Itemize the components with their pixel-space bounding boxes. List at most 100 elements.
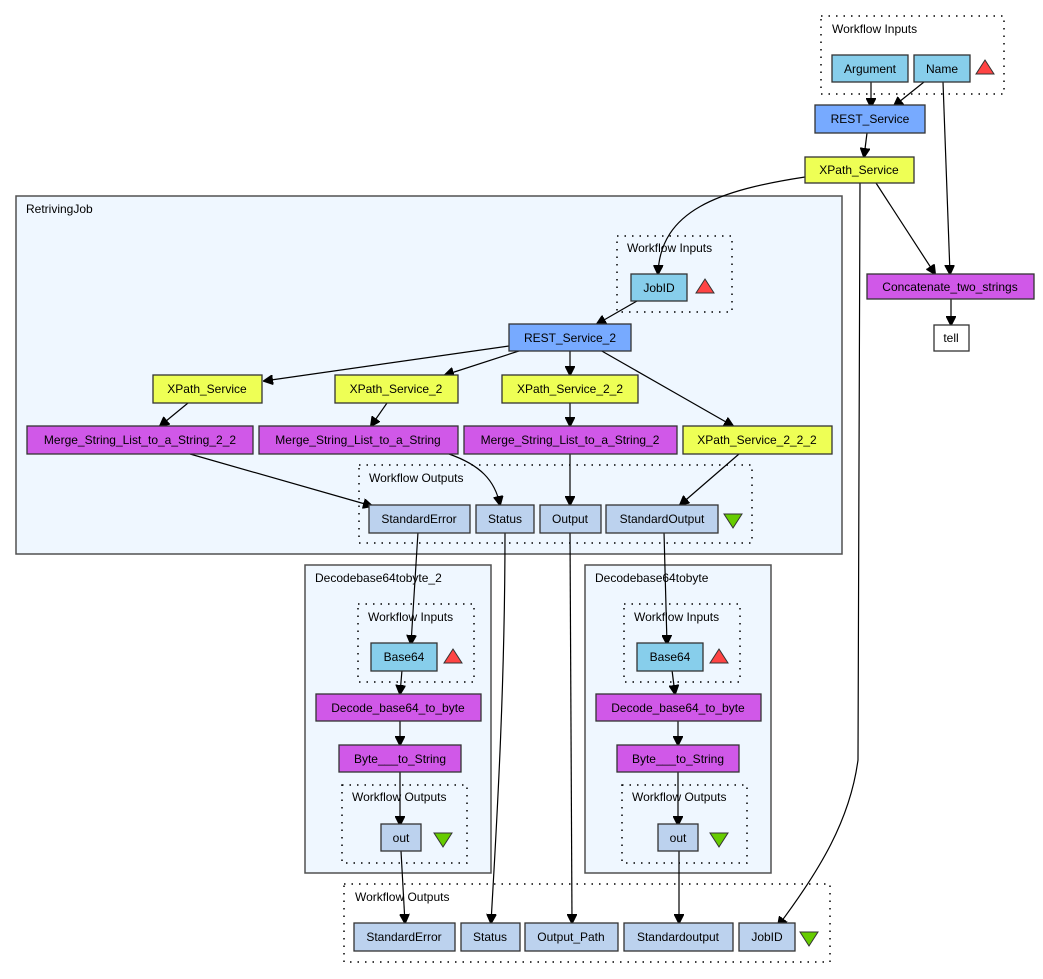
edge-xpath222-stdout [680, 453, 740, 505]
svg-text:StandardError: StandardError [381, 512, 456, 526]
node-xpath-service[interactable]: XPath_Service [152, 374, 263, 404]
node-output-standarderror[interactable]: StandardError [368, 504, 471, 534]
node-name[interactable]: Name [913, 54, 971, 83]
edge-name-concat [942, 81, 950, 274]
output-marker-icon [723, 513, 743, 529]
edge-output-final-outputpath [570, 531, 572, 923]
node-byte-to-string-2[interactable]: Byte___to_String [338, 744, 462, 773]
input-marker-icon [975, 59, 995, 75]
node-byte-to-string-1[interactable]: Byte___to_String [616, 744, 740, 773]
retriving-outputs-group: Workflow Outputs [358, 464, 753, 544]
svg-text:StandardError: StandardError [366, 930, 441, 944]
node-base64-2[interactable]: Base64 [370, 642, 438, 672]
node-xpath-service-top[interactable]: XPath_Service [804, 156, 915, 184]
node-final-status[interactable]: Status [460, 922, 521, 952]
node-base64-1[interactable]: Base64 [636, 642, 704, 672]
edge-out2-final-stderr [401, 850, 405, 923]
svg-text:Decode_base64_to_byte: Decode_base64_to_byte [331, 701, 465, 715]
node-tell[interactable]: tell [933, 324, 970, 352]
input-marker-icon [443, 648, 463, 664]
svg-text:Output: Output [552, 512, 589, 526]
svg-text:StandardOutput: StandardOutput [620, 512, 705, 526]
decode2-outputs-group: Workflow Outputs [341, 784, 468, 864]
node-jobid-input[interactable]: JobID [630, 273, 688, 302]
retriving-inputs-group: Workflow Inputs [616, 235, 733, 313]
edge-base64-decode-2 [400, 669, 402, 694]
edge-rest-xpath [864, 132, 867, 157]
svg-text:Base64: Base64 [650, 650, 691, 664]
edge-status-final-status [491, 531, 506, 923]
svg-text:XPath_Service_2_2_2: XPath_Service_2_2_2 [697, 433, 817, 447]
node-argument[interactable]: Argument [831, 54, 909, 83]
output-marker-icon [799, 931, 819, 947]
edge-merge-status [448, 453, 500, 505]
svg-text:Name: Name [926, 62, 958, 76]
node-final-jobid[interactable]: JobID [738, 922, 796, 952]
node-concatenate-two-strings[interactable]: Concatenate_two_strings [866, 273, 1035, 300]
svg-text:Argument: Argument [844, 62, 897, 76]
output-marker-icon [709, 832, 729, 848]
node-xpath-service-2-2[interactable]: XPath_Service_2_2 [501, 374, 639, 404]
edge-xpath-concat [875, 182, 935, 274]
cluster-title-decode-2: Decodebase64tobyte_2 [315, 571, 442, 585]
decode2-inputs-label: Workflow Inputs [368, 610, 453, 624]
svg-text:XPath_Service_2: XPath_Service_2 [350, 382, 443, 396]
svg-text:REST_Service_2: REST_Service_2 [524, 331, 616, 345]
node-final-standardoutput[interactable]: Standardoutput [623, 922, 734, 952]
node-output-status[interactable]: Status [475, 504, 535, 534]
edge-name-rest [894, 81, 925, 106]
svg-text:XPath_Service: XPath_Service [819, 163, 899, 177]
svg-text:Concatenate_two_strings: Concatenate_two_strings [882, 280, 1017, 294]
svg-text:Output_Path: Output_Path [537, 930, 604, 944]
decode1-inputs-label: Workflow Inputs [634, 610, 719, 624]
node-output-output[interactable]: Output [539, 504, 602, 534]
node-decode-base64-to-byte-1[interactable]: Decode_base64_to_byte [595, 693, 762, 722]
final-workflow-outputs-group: Workflow Outputs [343, 883, 831, 963]
cluster-title-decode-1: Decodebase64tobyte [595, 571, 709, 585]
node-out-2[interactable]: out [380, 823, 422, 852]
svg-text:JobID: JobID [643, 281, 675, 295]
edge-xpath-merge22 [160, 402, 189, 426]
svg-text:REST_Service: REST_Service [831, 112, 910, 126]
svg-text:Byte___to_String: Byte___to_String [354, 752, 446, 766]
edge-xpath-jobid [658, 176, 806, 274]
edge-jobid-rest2 [597, 300, 638, 324]
decode2-inputs-group: Workflow Inputs [357, 603, 475, 683]
svg-text:Byte___to_String: Byte___to_String [632, 752, 724, 766]
node-merge-2[interactable]: Merge_String_List_to_a_String_2 [463, 425, 678, 455]
top-inputs-label: Workflow Inputs [832, 22, 917, 36]
svg-text:Base64: Base64 [384, 650, 425, 664]
node-xpath-service-2[interactable]: XPath_Service_2 [334, 374, 459, 404]
node-merge[interactable]: Merge_String_List_to_a_String [258, 425, 459, 455]
svg-text:Decode_base64_to_byte: Decode_base64_to_byte [611, 701, 745, 715]
edge-stderr-base64-2 [411, 531, 419, 644]
node-decode-base64-to-byte-2[interactable]: Decode_base64_to_byte [315, 693, 482, 722]
node-final-output-path[interactable]: Output_Path [524, 922, 619, 952]
input-marker-icon [695, 278, 715, 294]
edge-rest2-xpath222 [599, 349, 733, 426]
edge-merge22-stderr [189, 453, 372, 506]
decode1-outputs-group: Workflow Outputs [621, 784, 748, 864]
svg-text:Merge_String_List_to_a_String_: Merge_String_List_to_a_String_2_2 [44, 433, 236, 447]
edge-xpath-final-jobid [778, 182, 861, 926]
edge-rest2-xpath2 [445, 349, 523, 375]
top-workflow-inputs-group: Workflow Inputs [820, 15, 1005, 95]
node-output-standardoutput[interactable]: StandardOutput [605, 504, 719, 534]
node-rest-service-2[interactable]: REST_Service_2 [508, 323, 632, 352]
node-xpath-service-2-2-2[interactable]: XPath_Service_2_2_2 [682, 425, 833, 455]
output-marker-icon [433, 832, 453, 848]
svg-text:tell: tell [943, 331, 958, 345]
svg-text:Merge_String_List_to_a_String: Merge_String_List_to_a_String [275, 433, 440, 447]
node-final-standarderror[interactable]: StandardError [353, 922, 456, 952]
final-outputs-label: Workflow Outputs [355, 890, 449, 904]
node-out-1[interactable]: out [657, 823, 699, 852]
svg-text:JobID: JobID [751, 930, 783, 944]
node-rest-service[interactable]: REST_Service [814, 104, 926, 134]
input-marker-icon [709, 648, 729, 664]
edge-xpath2-merge [371, 402, 388, 426]
cluster-title-retriving-job: RetrivingJob [26, 202, 93, 216]
node-merge-2-2[interactable]: Merge_String_List_to_a_String_2_2 [26, 425, 254, 455]
retriving-inputs-label: Workflow Inputs [627, 241, 712, 255]
svg-text:out: out [670, 831, 687, 845]
